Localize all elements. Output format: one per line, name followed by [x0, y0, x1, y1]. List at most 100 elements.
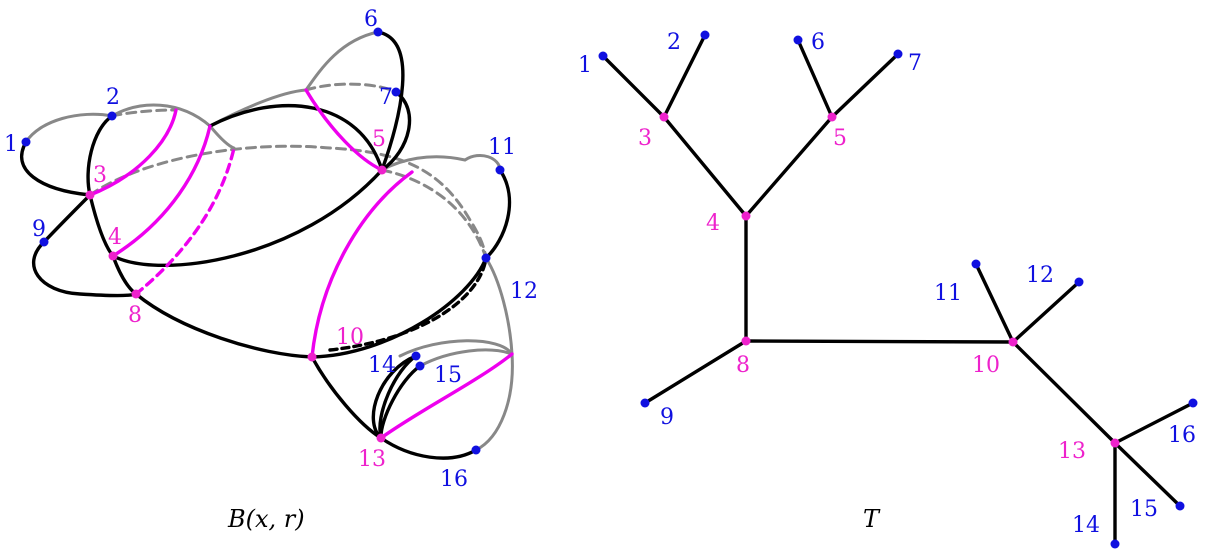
edge-6-5 — [376, 30, 405, 172]
label-8: 8 — [128, 303, 142, 328]
tree-vertex-16 — [1188, 398, 1198, 408]
tree-vertex-1 — [598, 51, 608, 61]
dashed-big — [88, 144, 488, 260]
magenta-edges — [88, 88, 514, 440]
tree-vertex-15 — [1175, 501, 1185, 511]
tree-edge-10-11 — [974, 262, 1015, 344]
tree-edge-5-4 — [744, 115, 834, 218]
dashed-10-12 — [328, 256, 488, 352]
tree-vertex-4 — [741, 211, 751, 221]
black-dashed-edges — [328, 256, 488, 352]
label-10: 10 — [336, 325, 364, 350]
magenta-5 — [304, 88, 384, 172]
label-16: 16 — [440, 467, 468, 492]
tree-vertex-12 — [1074, 277, 1084, 287]
edge-7-5 — [380, 90, 412, 172]
tree-vertex-5 — [827, 112, 837, 122]
tree-label-3: 3 — [638, 126, 652, 151]
tree-edge-10-13 — [1011, 340, 1117, 445]
label-1: 1 — [4, 132, 18, 157]
tree-label-9: 9 — [660, 405, 674, 430]
edge-9-8 — [31, 240, 138, 298]
tree-vertex-8 — [741, 336, 751, 346]
edge-14-13-a — [371, 354, 418, 440]
vertex-2 — [107, 111, 117, 121]
tree-label-6: 6 — [811, 30, 825, 55]
edge-9-3 — [42, 193, 92, 244]
tree-labels: 1 2 6 7 9 11 12 14 15 16 3 5 4 8 10 13 — [578, 30, 1196, 538]
tree-edge-10-12 — [1011, 280, 1081, 344]
tree-vertex-10 — [1008, 337, 1018, 347]
dashed-5-12 — [380, 168, 488, 260]
edge-210-235 — [208, 124, 236, 150]
vertex-14 — [411, 351, 421, 361]
tree-edge-13-15 — [1113, 441, 1182, 508]
edge-10-12 — [310, 256, 488, 359]
edge-4-5 — [111, 168, 384, 267]
tree-edges — [601, 33, 1195, 546]
vertex-4 — [108, 251, 118, 261]
tree-vertices — [598, 30, 1198, 549]
tree-vertex-9 — [640, 398, 650, 408]
edge-12-13 — [484, 256, 514, 356]
label-5: 5 — [372, 127, 386, 152]
tree-label-12: 12 — [1026, 263, 1054, 288]
tree-label-4: 4 — [706, 211, 720, 236]
tree-edge-3-4 — [662, 115, 748, 218]
edge-2-3 — [86, 114, 114, 197]
tree-label-7: 7 — [908, 51, 922, 76]
edge-6-top — [304, 30, 380, 92]
magenta-10 — [310, 170, 414, 359]
edge-1-2 — [24, 103, 212, 144]
vertex-5 — [377, 165, 387, 175]
magenta-3 — [88, 108, 178, 197]
left-vertices — [21, 27, 505, 455]
tree-edge-2-3 — [662, 33, 707, 119]
tree-label-5: 5 — [833, 126, 847, 151]
label-2: 2 — [106, 85, 120, 110]
tree-vertex-2 — [700, 30, 710, 40]
tree-vertex-13 — [1110, 438, 1120, 448]
tree-label-14: 14 — [1072, 513, 1100, 538]
vertex-7 — [391, 87, 401, 97]
tree-edge-8-10 — [744, 339, 1015, 344]
right-figure: 1 2 6 7 9 11 12 14 15 16 3 5 4 8 10 13 T — [578, 30, 1198, 549]
tree-vertex-11 — [971, 259, 981, 269]
label-12: 12 — [510, 279, 538, 304]
right-caption: T — [863, 505, 881, 533]
tree-vertex-14 — [1110, 539, 1120, 549]
vertex-12 — [481, 253, 491, 263]
gray-dashed-edges — [88, 82, 488, 260]
vertex-3 — [85, 190, 95, 200]
vertex-1 — [21, 137, 31, 147]
dashed-1-2 — [110, 108, 178, 118]
edge-15-12 — [398, 339, 514, 358]
vertex-13 — [376, 433, 386, 443]
vertex-16 — [471, 445, 481, 455]
left-caption: B(x, r) — [227, 505, 305, 533]
left-labels: 1 2 6 7 9 11 12 14 15 16 3 4 5 8 10 13 — [4, 7, 538, 492]
dashed-7 — [304, 82, 398, 94]
tree-label-13: 13 — [1058, 439, 1086, 464]
label-13: 13 — [358, 447, 386, 472]
tree-vertex-6 — [793, 35, 803, 45]
black-edges — [19, 30, 512, 460]
tree-label-2: 2 — [667, 30, 681, 55]
tree-label-8: 8 — [736, 353, 750, 378]
tree-label-11: 11 — [934, 281, 962, 306]
label-6: 6 — [364, 7, 378, 32]
tree-label-1: 1 — [578, 53, 592, 78]
vertex-9 — [39, 237, 49, 247]
tree-label-16: 16 — [1168, 423, 1196, 448]
tree-edge-13-16 — [1113, 401, 1195, 445]
label-11: 11 — [488, 135, 516, 160]
tree-edge-6-5 — [796, 38, 834, 119]
magenta-dashed-edges — [134, 146, 236, 296]
tree-label-10: 10 — [972, 353, 1000, 378]
edge-1-3 — [19, 140, 92, 197]
tree-edge-8-9 — [643, 339, 748, 405]
edge-15-light — [418, 348, 514, 368]
vertex-10 — [307, 352, 317, 362]
edge-5-11-top — [380, 154, 502, 172]
